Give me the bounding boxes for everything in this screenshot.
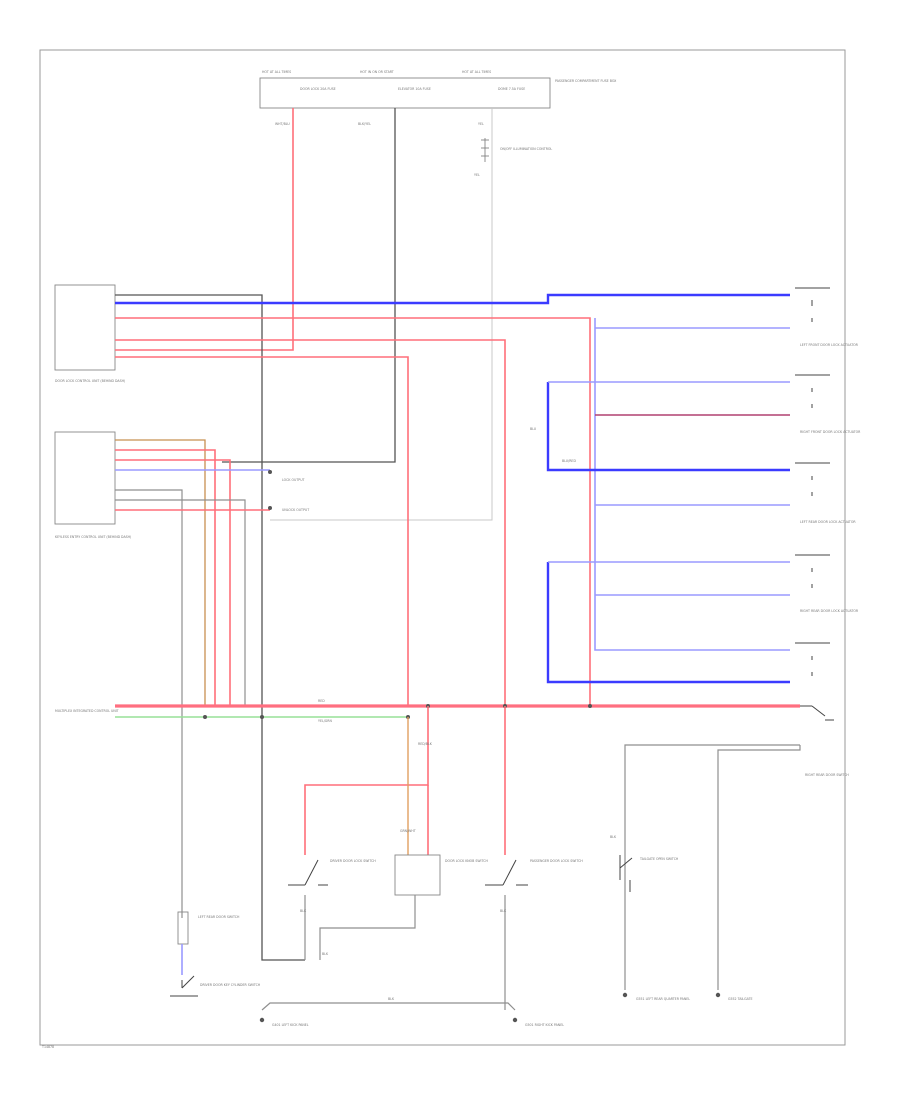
right-rear-switch-label: RIGHT REAR DOOR SWITCH <box>805 773 849 777</box>
passenger-switch-label: PASSENGER DOOR LOCK SWITCH <box>530 859 583 863</box>
wire-keyless-red2 <box>115 459 231 706</box>
tailgate-switch-label: TAILGATE OPEN SWITCH <box>639 857 679 861</box>
rr2-door-actuator <box>795 642 830 676</box>
passenger-door-lock-switch: PASSENGER DOOR LOCK SWITCH <box>485 859 583 886</box>
wire-driver-switch <box>304 706 429 855</box>
blk-4-label: BLK <box>388 997 395 1001</box>
ground-rear2-dot <box>715 992 721 998</box>
right-rear-door-switch: RIGHT REAR DOOR SWITCH <box>800 705 849 777</box>
diagram-frame <box>39 49 846 1046</box>
key-switch-label: DRIVER DOOR KEY CYLINDER SWITCH <box>200 983 261 987</box>
unlock-output-label: UNLOCK OUTPUT <box>282 508 309 512</box>
fuse-box-name: PASSENGER COMPARTMENT FUSE BOX <box>555 79 617 83</box>
fuse-left-title: HOT AT ALL TIMES <box>262 70 291 74</box>
wire-fuse2-black <box>222 108 396 463</box>
fuse-mid-title: HOT IN ON OR START <box>360 70 394 74</box>
junction-2 <box>260 715 264 719</box>
wire-fuse1-label: WHT/BLU <box>275 122 290 126</box>
knob-switch-label: DOOR LOCK KNOB SWITCH <box>445 859 488 863</box>
keyless-module-label: KEYLESS ENTRY CONTROL UNIT (BEHIND DASH) <box>55 535 131 539</box>
blk-5-label: BLK <box>610 835 617 839</box>
wire-rear-switch-drop2 <box>717 745 801 990</box>
ground-mid-label: G501 RIGHT KICK PANEL <box>525 1023 564 1027</box>
lr-door-actuator: LEFT REAR DOOR LOCK ACTUATOR <box>795 462 856 524</box>
key-cylinder-switch: DRIVER DOOR KEY CYLINDER SWITCH <box>170 975 261 997</box>
red-label: RED <box>318 699 325 703</box>
wire-dlu-red-3 <box>115 356 409 706</box>
wire-dlu-blue <box>115 293 790 305</box>
wire-dlu-red-2 <box>115 339 506 706</box>
rr-door-actuator: RIGHT REAR DOOR LOCK ACTUATOR <box>795 554 859 613</box>
wire-ground-bridge <box>261 1002 516 1011</box>
blk-2-label: BLK <box>322 952 329 956</box>
blu-red-label: BLU/RED <box>562 459 576 463</box>
wire-fuse3-yellow <box>270 108 493 521</box>
junction-6 <box>588 704 592 708</box>
ground-left-dot <box>259 1017 265 1023</box>
ground-rear2-label: G552 TAILGATE <box>728 997 753 1001</box>
lf-door-actuator: LEFT FRONT DOOR LOCK ACTUATOR <box>795 287 859 347</box>
fuse-right-title: HOT AT ALL TIMES <box>462 70 491 74</box>
wire-keyless-red <box>115 449 216 706</box>
wire-fuse3-label-b: YEL <box>474 173 480 177</box>
yel-grn-label: YEL/GRN <box>318 719 332 723</box>
door-lock-module-label: DOOR LOCK CONTROL UNIT (BEHIND DASH) <box>55 379 125 383</box>
left-rear-switch-label: LEFT REAR DOOR SWITCH <box>198 915 240 919</box>
wire-rf-lock-group <box>546 382 790 472</box>
wire-keyless-tan <box>115 439 206 706</box>
wire-fuse3-label-a: YEL <box>478 122 484 126</box>
wire-rear-switch-drop <box>624 744 800 990</box>
grn-wht-label: GRN/WHT <box>400 829 416 833</box>
wire-knob-ground <box>319 895 416 960</box>
rr-door-label: RIGHT REAR DOOR LOCK ACTUATOR <box>800 609 859 613</box>
fuse-box <box>259 77 551 109</box>
lf-door-label: LEFT FRONT DOOR LOCK ACTUATOR <box>800 343 859 347</box>
left-rear-switch-box <box>177 911 189 945</box>
figure-code: T14878 <box>41 1045 54 1049</box>
fuse-3-label: DOME 7.5A FUSE <box>498 87 525 91</box>
keyless-module <box>54 431 116 525</box>
unlock-output-dot <box>268 506 272 510</box>
multiplex-label: MULTIPLEX INTEGRATED CONTROL UNIT <box>55 709 119 713</box>
tailgate-open-switch: TAILGATE OPEN SWITCH <box>619 855 679 892</box>
conn-note: ON/OFF ILLUMINATION CONTROL <box>500 147 552 151</box>
door-lock-knob-box <box>394 854 441 896</box>
rf-door-actuator: RIGHT FRONT DOOR LOCK ACTUATOR <box>795 374 861 434</box>
ground-left-label: G401 LEFT KICK PANEL <box>272 1023 309 1027</box>
rf-door-label: RIGHT FRONT DOOR LOCK ACTUATOR <box>800 430 861 434</box>
lr-door-label: LEFT REAR DOOR LOCK ACTUATOR <box>800 520 856 524</box>
driver-switch-label: DRIVER DOOR LOCK SWITCH <box>330 859 376 863</box>
wire-bus-lblue-vertical <box>594 318 790 651</box>
blu-label: BLU <box>530 427 537 431</box>
lock-output-dot <box>268 470 272 474</box>
wire-dlu-pink <box>115 317 591 706</box>
ground-mid-dot <box>512 1017 518 1023</box>
wire-fuse1-red <box>115 108 294 351</box>
driver-door-lock-switch: DRIVER DOOR LOCK SWITCH <box>288 859 376 886</box>
blk-3-label: BLK <box>500 909 507 913</box>
junction-1 <box>203 715 207 719</box>
fuse-2-label: ELEVATOR 10A FUSE <box>398 87 431 91</box>
fuse-1-label: DOOR LOCK 20A FUSE <box>300 87 336 91</box>
wire-keyless-gray <box>115 489 183 918</box>
blk-1-label: BLK <box>300 909 307 913</box>
wire-rr-lock-group <box>546 562 790 684</box>
wire-dlu-1 <box>115 294 305 961</box>
wire-fuse2-label: BLK/YEL <box>358 122 371 126</box>
red-blk-label: RED/BLK <box>418 742 433 746</box>
lock-output-label: LOCK OUTPUT <box>282 478 305 482</box>
door-lock-module <box>54 284 116 371</box>
ground-rear-label: G551 LEFT REAR QUARTER PANEL <box>636 997 690 1001</box>
dome-connector <box>481 138 489 162</box>
ground-rear-dot <box>622 992 628 998</box>
wire-keyless-gray2 <box>115 499 246 706</box>
